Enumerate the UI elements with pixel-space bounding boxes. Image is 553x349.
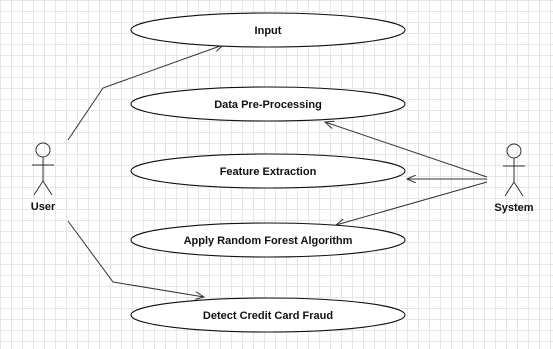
user-actor: User [31, 142, 56, 213]
usecase-label: Data Pre-Processing [214, 99, 322, 111]
system-label: System [494, 202, 533, 214]
user-to-detect-fraud-arrow [67, 220, 204, 297]
system-actor: System [494, 143, 534, 214]
usecase-label: Apply Random Forest Algorithm [184, 235, 353, 247]
usecase-preprocessing: Data Pre-Processing [130, 86, 406, 122]
stick-figure-icon [503, 143, 525, 197]
usecase-feature-extraction: Feature Extraction [130, 153, 406, 189]
usecase-label: Detect Credit Card Fraud [203, 310, 333, 322]
usecase-label: Input [255, 25, 282, 37]
usecase-random-forest: Apply Random Forest Algorithm [130, 222, 406, 258]
system-to-preprocessing-arrow [325, 122, 488, 178]
user-label: User [31, 201, 56, 213]
system-to-random-forest-arrow [336, 181, 488, 225]
usecase-detect-fraud: Detect Credit Card Fraud [130, 297, 406, 333]
usecase-input: Input [130, 12, 406, 48]
usecase-label: Feature Extraction [220, 166, 317, 178]
stick-figure-icon [32, 142, 54, 196]
user-to-input-arrow [67, 45, 223, 141]
